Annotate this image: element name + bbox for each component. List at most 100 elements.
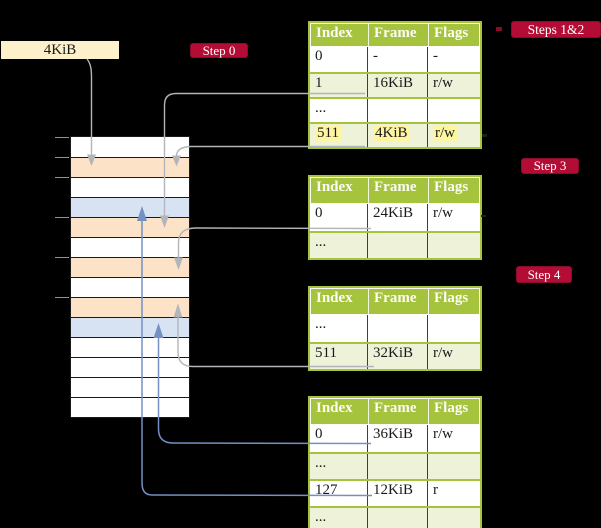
address-tick [55, 296, 69, 298]
cell-frame [367, 233, 427, 258]
cell-flags [427, 508, 480, 528]
cell-flags: r/w [427, 124, 480, 147]
memory-row-peach [71, 297, 189, 317]
cell-index: ... [315, 316, 327, 332]
address-tick [55, 156, 69, 158]
cell-flags [427, 99, 480, 122]
table-row: 0 - - [310, 47, 480, 72]
table-row: ... [310, 452, 480, 479]
cell-index: 1 [315, 75, 323, 91]
line-stub [481, 214, 486, 217]
table-row: 127 12KiB r [310, 479, 480, 506]
memory-row-white [71, 137, 189, 157]
column-header-index: Index [316, 290, 353, 306]
memory-row-peach [71, 217, 189, 237]
table-header-row: Index Frame Flags [310, 398, 480, 425]
cell-frame: 4KiB [367, 124, 427, 147]
column-header-flags: Flags [428, 399, 479, 424]
cell-flags: r [427, 481, 480, 506]
table-row: ... [310, 231, 480, 258]
memory-row-blue [71, 317, 189, 337]
frame-size-label: 4KiB [1, 41, 119, 59]
column-header-frame: Frame [368, 24, 428, 46]
cell-flags: r/w [427, 204, 480, 231]
cell-index: ... [315, 509, 327, 525]
line-stub [496, 27, 502, 31]
cell-frame [367, 508, 427, 528]
table-row: ... [310, 315, 480, 342]
memory-row-blue [71, 197, 189, 217]
badge-step-3: Step 3 [521, 158, 579, 174]
highlight-text: 4KiB [373, 125, 410, 141]
column-header-flags: Flags [428, 24, 479, 46]
cell-index: ... [315, 234, 327, 250]
arrow-table1-entry511-to-4kib-frame [172, 145, 365, 167]
memory-row-white [71, 237, 189, 257]
cell-frame [367, 315, 427, 342]
memory-row-peach [71, 257, 189, 277]
cell-frame: 16KiB [367, 74, 427, 97]
memory-row-white [71, 177, 189, 197]
table-row: 0 24KiB r/w [310, 204, 480, 231]
table-header-row: Index Frame Flags [310, 288, 480, 315]
memory-row-peach [71, 157, 189, 177]
table-row: 511 32KiB r/w [310, 342, 480, 369]
column-header-index: Index [316, 25, 353, 41]
page-table-step-4: Index Frame Flags ... 511 32KiB r/w [308, 286, 482, 371]
address-tick [55, 256, 69, 258]
table-row-highlighted: 511 4KiB r/w [310, 122, 480, 147]
memory-row-white [71, 357, 189, 377]
cell-index: 0 [315, 426, 323, 442]
cell-frame: 12KiB [367, 481, 427, 506]
cell-flags: r/w [427, 344, 480, 369]
badge-step-0: Step 0 [190, 43, 248, 58]
cell-index: ... [315, 100, 327, 116]
cell-index: 0 [315, 205, 323, 221]
table-header-row: Index Frame Flags [310, 23, 480, 47]
highlight-text: 511 [315, 125, 341, 141]
cell-flags: r/w [427, 74, 480, 97]
column-header-index: Index [316, 179, 353, 195]
table-header-row: Index Frame Flags [310, 177, 480, 204]
table-row: ... [310, 97, 480, 122]
column-header-flags: Flags [428, 178, 479, 203]
cell-index: 511 [310, 124, 367, 147]
cell-frame: 32KiB [367, 344, 427, 369]
memory-row-white [71, 277, 189, 297]
column-header-frame: Frame [368, 178, 428, 203]
page-table-steps-1-2: Index Frame Flags 0 - - 1 16KiB r/w ... … [308, 21, 482, 149]
cell-frame: 36KiB [367, 425, 427, 452]
highlight-text: r/w [433, 125, 457, 141]
page-table-final-level: Index Frame Flags 0 36KiB r/w ... 127 12… [308, 396, 482, 528]
address-tick [55, 216, 69, 218]
column-header-index: Index [316, 400, 353, 416]
badge-steps-1-2: Steps 1&2 [511, 21, 601, 38]
cell-index: 127 [315, 482, 338, 498]
page-table-step-3: Index Frame Flags 0 24KiB r/w ... [308, 175, 482, 260]
column-header-flags: Flags [428, 289, 479, 314]
cell-frame [367, 99, 427, 122]
cell-frame [367, 454, 427, 479]
cell-index: 0 [315, 48, 323, 64]
address-tick [55, 136, 69, 138]
memory-row-white [71, 337, 189, 357]
column-header-frame: Frame [368, 399, 428, 424]
cell-frame: - [367, 47, 427, 72]
cell-flags [427, 454, 480, 479]
table-row: 0 36KiB r/w [310, 425, 480, 452]
cell-flags: r/w [427, 425, 480, 452]
table-row: 1 16KiB r/w [310, 72, 480, 97]
memory-row-white [71, 397, 189, 417]
column-header-frame: Frame [368, 289, 428, 314]
memory-row-white [71, 377, 189, 397]
line-stub [482, 134, 487, 137]
cell-flags [427, 233, 480, 258]
physical-memory-column [70, 136, 190, 418]
cell-flags: - [427, 47, 480, 72]
cell-frame: 24KiB [367, 204, 427, 231]
badge-step-4: Step 4 [516, 266, 572, 283]
cell-index: ... [315, 455, 327, 471]
cell-flags [427, 315, 480, 342]
table-row: ... [310, 506, 480, 528]
cell-index: 511 [315, 345, 337, 361]
